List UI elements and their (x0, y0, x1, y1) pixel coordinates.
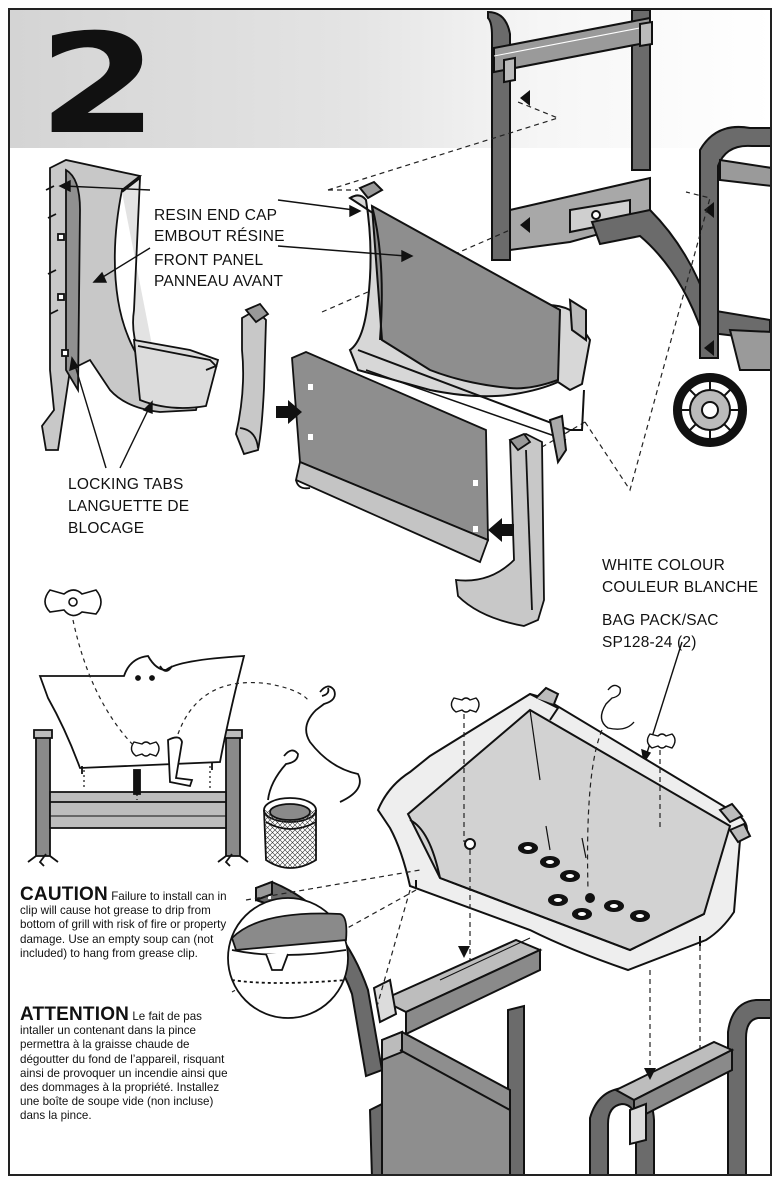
instruction-page: 2 (8, 8, 772, 1176)
label-locking-tabs: LOCKING TABS (68, 476, 184, 493)
magnifier-inset (227, 897, 349, 1019)
label-front-panel: FRONT PANEL (154, 252, 264, 269)
grill-frame-top (487, 10, 770, 371)
front-panel-assembled (348, 180, 592, 465)
wheel-icon (673, 373, 747, 447)
front-panel-part (291, 351, 490, 564)
caution-note: CAUTION Failure to install can in clip w… (20, 885, 234, 961)
wing-nut-icon (44, 589, 102, 617)
left-end-cap-part (235, 302, 270, 456)
step-number: 2 (38, 8, 158, 165)
caution-text: in clip will cause hot grease to drip fr… (20, 890, 227, 960)
label-couleur-blanche: COULEUR BLANCHE (602, 579, 759, 596)
label-white-colour: WHITE COLOUR (602, 557, 725, 574)
attention-heading: ATTENTION (20, 1004, 130, 1025)
arrow-left-icon (488, 518, 514, 542)
label-languette-de: LANGUETTE DE (68, 498, 190, 515)
label-embout-resine: EMBOUT RÉSINE (154, 228, 285, 245)
attention-text-lead: Le fait de pas (132, 1010, 202, 1023)
grease-tray (376, 686, 752, 972)
label-part-number: SP128-24 (2) (602, 634, 697, 651)
label-resin-end-cap: RESIN END CAP (154, 207, 278, 224)
wing-nut-small (130, 741, 160, 757)
label-bag-pack: BAG PACK/SAC (602, 612, 719, 629)
soup-can-icon (263, 749, 317, 869)
arrow-right-icon (276, 400, 302, 424)
grease-clip-icon (305, 685, 361, 803)
attention-note: ATTENTION Le fait de pas intaller un con… (20, 1005, 234, 1124)
side-panel-lower (381, 1030, 511, 1174)
caution-heading: CAUTION (20, 884, 108, 905)
cross-rail (372, 937, 735, 1146)
label-panneau-avant: PANNEAU AVANT (154, 273, 284, 290)
caution-text-lead: Failure to install can (111, 890, 215, 903)
end-cap-detail (41, 159, 220, 451)
assembly-illustration (27, 10, 770, 1174)
right-end-cap-part (454, 432, 545, 627)
attention-text: intaller un contenant dans la pince perm… (20, 1024, 228, 1123)
label-blocage: BLOCAGE (68, 520, 145, 537)
grease-tray-detail (27, 655, 249, 867)
